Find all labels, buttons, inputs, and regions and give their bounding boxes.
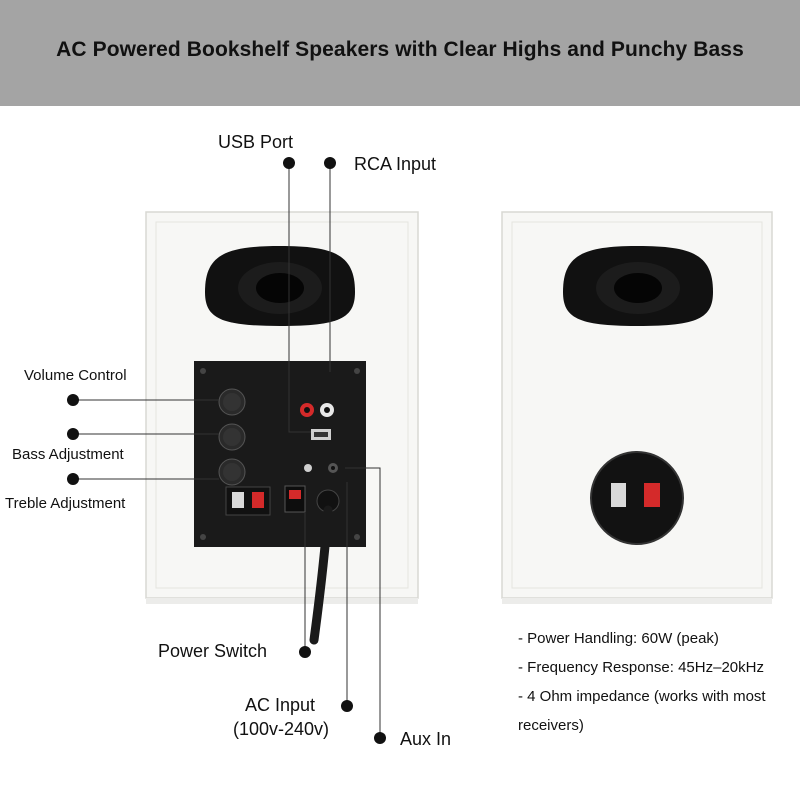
volume-control-label: Volume Control [24,367,127,384]
aux-in-label: Aux In [400,729,452,749]
tweeter-horn [205,246,355,326]
power-switch-dot [299,646,311,658]
power-switch[interactable] [284,485,306,513]
spec-frequency-response: - Frequency Response: 45Hz–20kHz [518,659,764,676]
rca-jacks[interactable] [300,403,334,417]
ac-input-voltage-label: (100v-240v) [233,719,330,739]
power-cord [309,505,333,645]
treble-knob[interactable] [218,458,246,486]
right-speaker [501,211,773,604]
left-speaker [145,211,419,645]
treble-dot [67,473,79,485]
spec-impedance: - 4 Ohm impedance (works with most recei… [518,688,766,734]
bass-knob[interactable] [218,423,246,451]
speaker-terminals[interactable] [225,486,271,516]
bass-dot [67,428,79,440]
usb-port-dot [283,157,295,169]
power-switch-label: Power Switch [158,641,268,661]
title-banner: AC Powered Bookshelf Speakers with Clear… [0,0,800,106]
ac-input-dot [341,700,353,712]
bass-adjustment-label: Bass Adjustment [12,446,124,463]
treble-adjustment-label: Treble Adjustment [5,495,126,512]
rca-input-dot [324,157,336,169]
aux-in-dot [374,732,386,744]
volume-dot [67,394,79,406]
ac-input-label: AC Input [245,695,316,715]
spec-list: - Power Handling: 60W (peak) - Frequency… [518,624,800,740]
tweeter-horn-right [563,246,713,326]
passive-terminal-cup[interactable] [590,451,684,545]
amplifier-panel [194,361,366,547]
page-title: AC Powered Bookshelf Speakers with Clear… [56,38,744,61]
spec-power-handling: - Power Handling: 60W (peak) [518,630,719,647]
usb-port-label: USB Port [218,132,294,152]
volume-knob[interactable] [218,388,246,416]
rca-input-label: RCA Input [354,154,437,174]
